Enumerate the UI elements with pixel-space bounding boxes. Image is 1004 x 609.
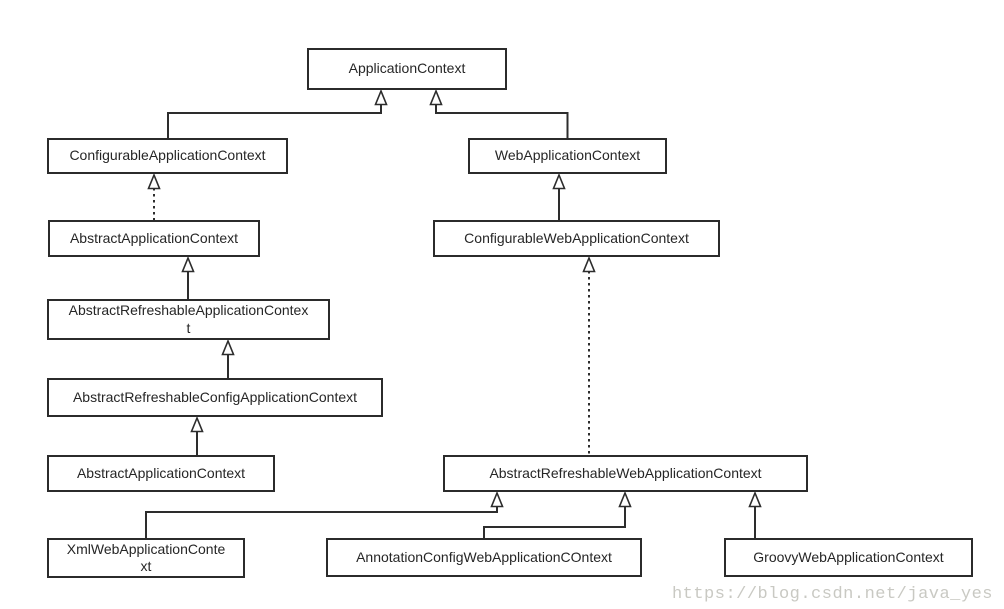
edge-configurablewebapplicationcontext-to-webapplicationcontext <box>552 172 566 220</box>
node-configurable-application-context: ConfigurableApplicationContext <box>47 138 288 174</box>
edge-xmlwebapplicationcontext-to-abstractrefreshablewebapplicationcontext <box>145 490 504 538</box>
edge-abstractrefreshableapplicationcontext-to-abstractapplicationcontext <box>181 255 195 299</box>
edge-annotationconfigwebapplicationcontext-to-abstractrefreshablewebapplicationcontext <box>483 490 632 538</box>
edge-groovywebapplicationcontext-to-abstractrefreshablewebapplicationcontext <box>748 490 762 538</box>
node-abstract-refreshable-config-application-context: AbstractRefreshableConfigApplicationCont… <box>47 378 383 417</box>
edge-webapplicationcontext-to-applicationcontext <box>429 88 569 138</box>
edge-abstractapplicationcontext2-to-abstractrefreshableconfigapplicationcontext <box>190 415 204 455</box>
node-web-application-context: WebApplicationContext <box>468 138 667 174</box>
edge-abstractrefreshableconfigapplicationcontext-to-abstractrefreshableapplicationcontext <box>221 338 235 378</box>
node-configurable-web-application-context: ConfigurableWebApplicationContext <box>433 220 720 257</box>
edge-abstractapplicationcontext-to-configurableapplicationcontext <box>147 172 161 220</box>
node-abstract-refreshable-web-application-context: AbstractRefreshableWebApplicationContext <box>443 455 808 492</box>
edge-abstractrefreshablewebapplicationcontext-to-configurablewebapplicationcontext <box>582 255 596 455</box>
node-abstract-application-context-2: AbstractApplicationContext <box>47 455 275 492</box>
node-annotation-config-web-application-context: AnnotationConfigWebApplicationCOntext <box>326 538 642 577</box>
node-groovy-web-application-context: GroovyWebApplicationContext <box>724 538 973 577</box>
node-abstract-application-context: AbstractApplicationContext <box>48 220 260 257</box>
edge-configurableapplicationcontext-to-applicationcontext <box>167 88 388 138</box>
node-abstract-refreshable-application-context: AbstractRefreshableApplicationContex t <box>47 299 330 340</box>
csdn-watermark: https://blog.csdn.net/java_yes <box>671 585 993 604</box>
node-application-context: ApplicationContext <box>307 48 507 90</box>
node-xml-web-application-context: XmlWebApplicationConte xt <box>47 538 245 578</box>
